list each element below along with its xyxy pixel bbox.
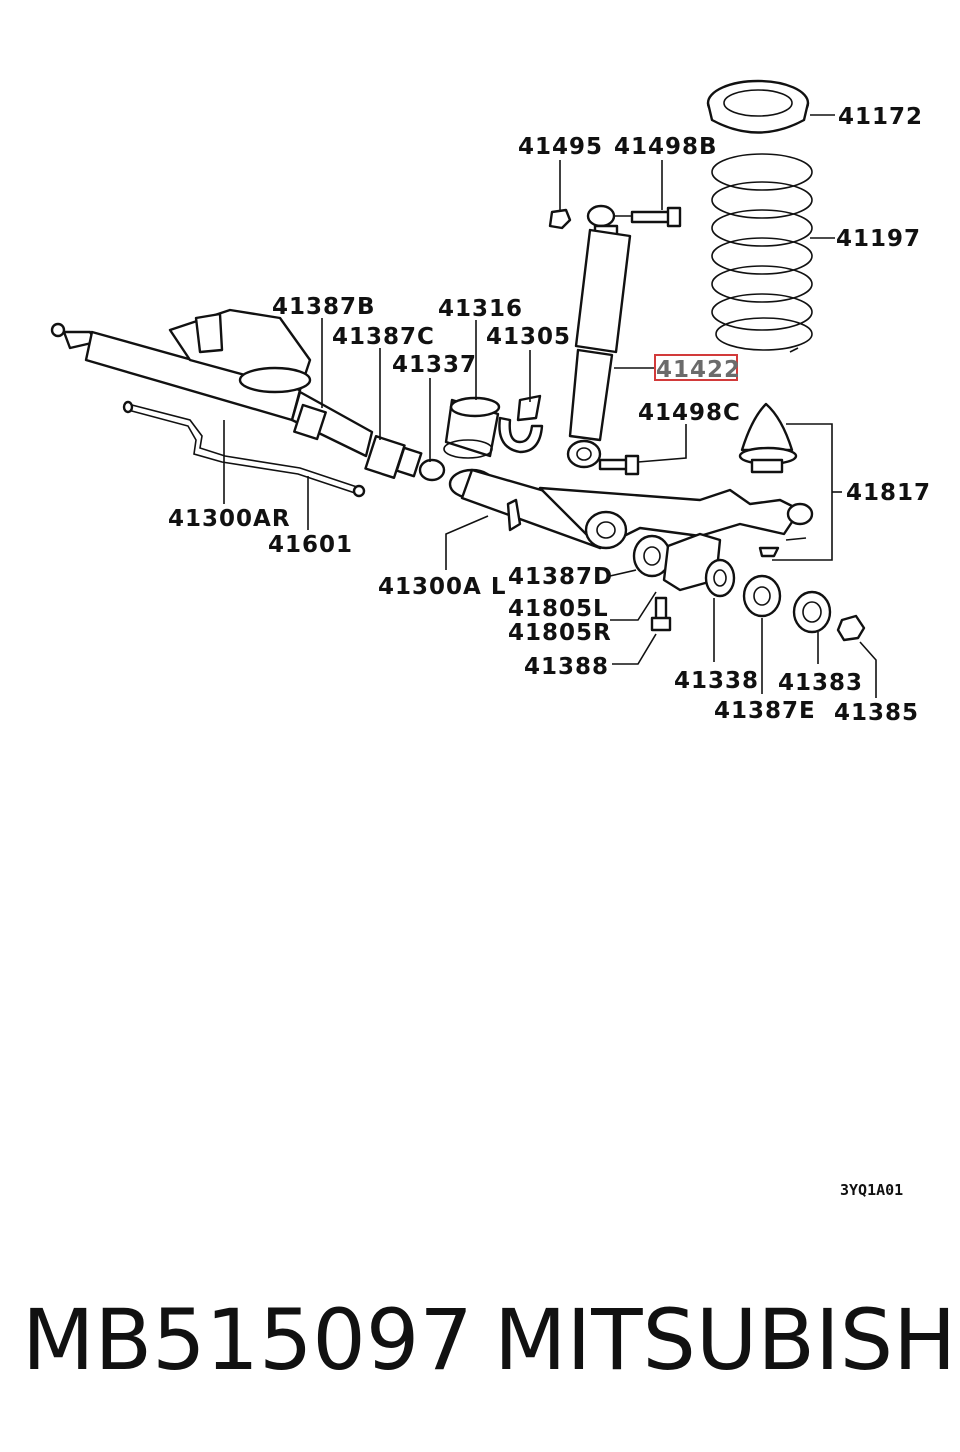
callout-41498C: 41498C: [638, 400, 741, 426]
callout-41805R: 41805R: [508, 620, 612, 646]
footer: MB515097 MITSUBISHI: [20, 1290, 960, 1390]
callout-41387C: 41387C: [332, 324, 435, 350]
callout-41495: 41495: [518, 134, 603, 160]
axle-beam-left-41300AL: [448, 468, 814, 550]
highlight-41422: 41422: [654, 354, 741, 383]
bump-stopper-41817: [738, 402, 798, 558]
callout-41316: 41316: [438, 296, 523, 322]
clamp-41305: [498, 394, 544, 454]
callout-41498B: 41498B: [614, 134, 718, 160]
bolt-41388: [650, 596, 672, 632]
callout-41422: 41422: [656, 357, 741, 383]
callout-41387E: 41387E: [714, 698, 816, 724]
bushing-41338: [704, 558, 736, 598]
stabilizer-bar-41601: [122, 400, 366, 498]
callout-41601: 41601: [268, 532, 353, 558]
callout-41388: 41388: [524, 654, 609, 680]
bushing-41387D: [632, 534, 672, 578]
nut-41385: [836, 614, 866, 642]
callout-41338: 41338: [674, 668, 759, 694]
highlight-box: [654, 354, 738, 381]
callout-41387D: 41387D: [508, 564, 613, 590]
shock-absorber-41422: [566, 204, 640, 469]
callout-41817: 41817: [846, 480, 931, 506]
coil-spring-41197: [711, 153, 813, 353]
callout-41383: 41383: [778, 670, 863, 696]
leader-lines: [223, 114, 877, 698]
callout-41197: 41197: [836, 226, 921, 252]
bolt-41498B: [630, 206, 682, 228]
callout-41300AL: 41300A L: [378, 574, 506, 600]
callout-41805L: 41805L: [508, 596, 609, 622]
spring-seat-41172: [706, 79, 810, 134]
callout-41387B: 41387B: [272, 294, 376, 320]
diagram-code: 3YQ1A01: [840, 1181, 903, 1199]
axle-beam-right-41300AR: [50, 308, 446, 482]
part-number: MB515097: [22, 1291, 473, 1389]
bushing-41316: [443, 396, 501, 459]
callout-labels: 41172 41495 41498B 41197 41387B 41316 41…: [168, 104, 931, 726]
rear-suspension-exploded-diagram: 41172 41495 41498B 41197 41387B 41316 41…: [50, 79, 931, 1199]
callout-41300AR: 41300AR: [168, 506, 291, 532]
bushing-41387E: [742, 574, 782, 618]
callout-41385: 41385: [834, 700, 919, 726]
callout-41172: 41172: [838, 104, 923, 130]
washer-41383: [792, 590, 832, 634]
callout-41337: 41337: [392, 352, 477, 378]
brand-name: MITSUBISHI: [494, 1291, 960, 1389]
callout-41305: 41305: [486, 324, 571, 350]
bolt-41498C: [598, 454, 640, 476]
nut-41495: [548, 208, 572, 230]
